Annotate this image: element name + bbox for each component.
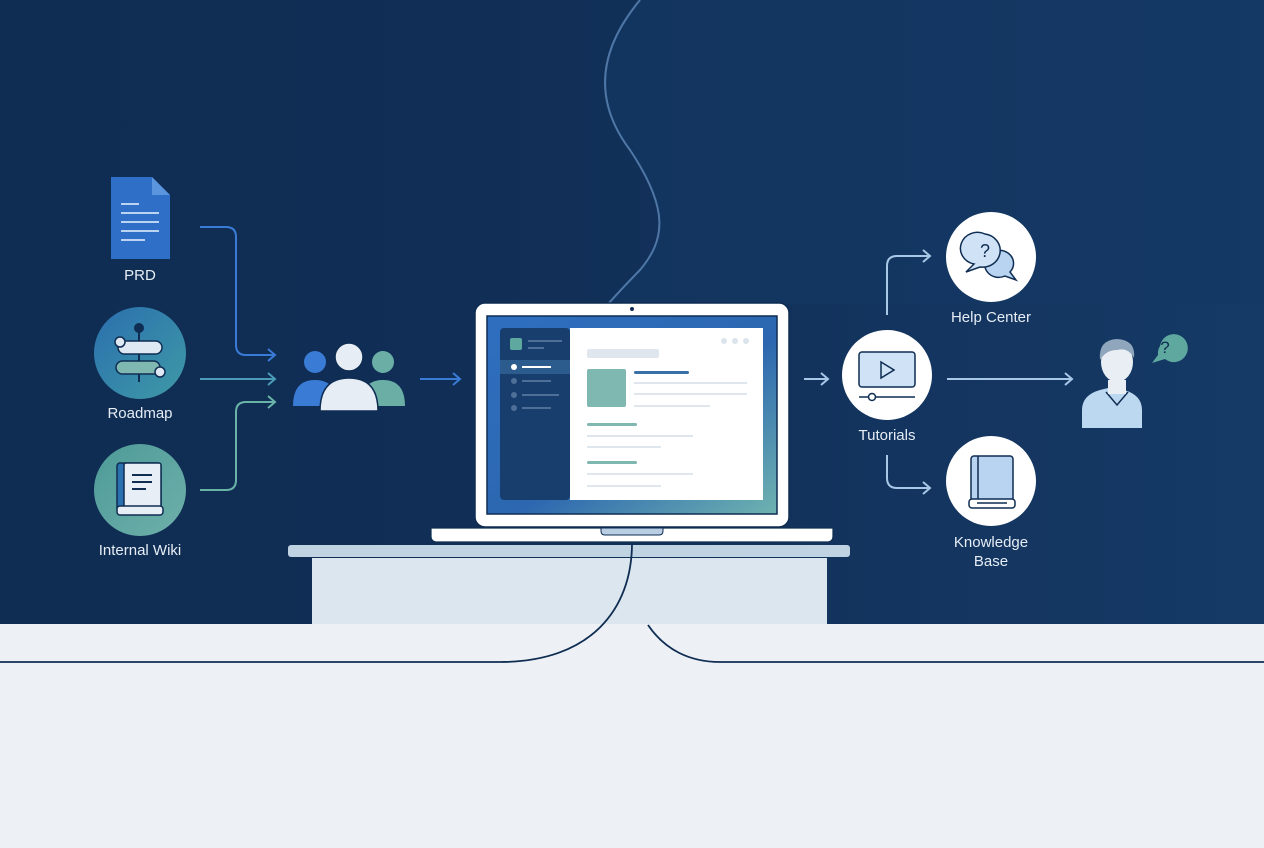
cable: [0, 542, 1264, 663]
user-question-icon: ?: [1082, 334, 1188, 428]
arrow-product-to-tutorials: [804, 372, 830, 386]
team-icon: [293, 342, 405, 412]
output-label-knowledge-base-line2: Base: [973, 553, 1009, 570]
source-label-roadmap: Roadmap: [107, 405, 173, 422]
arrow-tutorials-to-user: [947, 372, 1074, 386]
output-label-knowledge-base: Knowledge Base: [931, 533, 1051, 571]
output-label-knowledge-base-line1: Knowledge: [953, 534, 1029, 551]
wiki-book-icon: [94, 444, 186, 536]
background-wave-line: [604, 0, 661, 305]
svg-text:?: ?: [980, 241, 990, 261]
svg-text:?: ?: [1160, 338, 1169, 357]
laptop-icon: [430, 302, 834, 543]
output-label-help-center: Help Center: [950, 309, 1032, 326]
document-icon: [111, 177, 170, 259]
arrow-roadmap-to-team: [200, 372, 277, 386]
background-wave-region: [605, 0, 1264, 304]
roadmap-icon: [94, 307, 186, 399]
source-label-internal-wiki: Internal Wiki: [98, 542, 182, 559]
arrow-prd-to-team: [200, 226, 277, 362]
knowledge-book-icon: [946, 436, 1036, 526]
source-label-prd: PRD: [124, 267, 156, 284]
desk: [288, 545, 850, 624]
video-icon: [842, 330, 932, 420]
hub-label-tutorials: Tutorials: [858, 427, 916, 444]
arrow-tutorials-to-knowledge-base: [886, 455, 932, 495]
arrow-wiki-to-team: [200, 395, 277, 491]
arrow-tutorials-to-help-center: [886, 249, 932, 315]
arrow-team-to-product: [420, 372, 462, 386]
chat-question-icon: ?: [946, 212, 1036, 302]
